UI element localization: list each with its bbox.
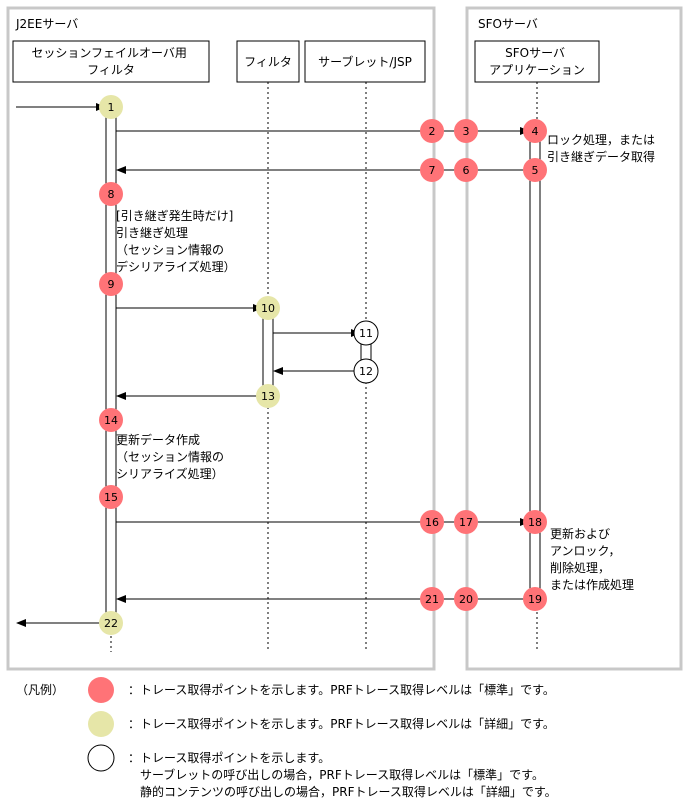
svg-text:9: 9: [108, 278, 115, 291]
j2ee-server-frame: [6, 6, 436, 671]
lock-annotation: ロック処理，または 引き継ぎデータ取得: [547, 133, 659, 164]
create-annotation: 更新データ作成 （セッション情報の シリアライズ処理）: [116, 432, 228, 481]
svg-text:7: 7: [429, 164, 436, 177]
svg-text:11: 11: [359, 327, 373, 340]
svg-text:19: 19: [528, 593, 542, 606]
trace-point-13: 13: [256, 384, 280, 408]
filter-box: [236, 40, 300, 83]
session-failover-filter-label: セッションフェイルオーバ用 フィルタ: [31, 46, 190, 77]
sfo-server-title: SFOサーバ: [478, 17, 538, 31]
legend-servlet-text: ：トレース取得ポイントを示します。 サーブレットの呼び出しの場合，PRFトレース…: [128, 750, 557, 799]
legend-detail-swatch: [88, 711, 114, 737]
servlet-jsp-box: [304, 40, 426, 83]
svg-text:10: 10: [261, 302, 275, 315]
svg-text:15: 15: [104, 491, 118, 504]
sfo-application-box: [474, 40, 600, 83]
trace-point-18: 18: [523, 510, 547, 534]
trace-point-17: 17: [454, 510, 478, 534]
trace-point-15: 15: [99, 485, 123, 509]
legend-servlet-swatch: [87, 744, 115, 772]
trace-point-14: 14: [99, 408, 123, 432]
svg-text:6: 6: [463, 164, 470, 177]
filter-label: フィルタ: [244, 55, 292, 69]
trace-point-3: 3: [454, 119, 478, 143]
j2ee-server-title: J2EEサーバ: [15, 17, 78, 31]
svg-text:12: 12: [359, 365, 373, 378]
svg-text:14: 14: [104, 414, 118, 427]
trace-point-19: 19: [523, 587, 547, 611]
svg-text:20: 20: [459, 593, 473, 606]
update-annotation: 更新および アンロック， 削除処理， または作成処理: [550, 526, 634, 592]
legend-title: （凡例）: [16, 683, 64, 697]
legend-standard-text: ：トレース取得ポイントを示します。PRFトレース取得レベルは「標準」です。: [128, 682, 555, 697]
legend-standard-swatch: [88, 677, 114, 703]
svg-text:1: 1: [108, 101, 115, 114]
svg-text:22: 22: [104, 617, 118, 630]
trace-point-16: 16: [420, 510, 444, 534]
filter-activation: [262, 307, 274, 397]
trace-point-22: 22: [99, 611, 123, 635]
trace-point-6: 6: [454, 158, 478, 182]
trace-point-1: 1: [99, 95, 123, 119]
legend-detail-text: ：トレース取得ポイントを示します。PRFトレース取得レベルは「詳細」です。: [128, 716, 555, 731]
svg-text:2: 2: [429, 125, 436, 138]
svg-text:13: 13: [261, 390, 275, 403]
servlet-jsp-label: サーブレット/JSP: [318, 54, 412, 69]
svg-text:4: 4: [532, 125, 539, 138]
trace-point-11: 11: [353, 320, 379, 346]
sfo-application-label: SFOサーバ アプリケーション: [489, 46, 585, 77]
sfo-server-frame: [465, 6, 683, 671]
svg-text:8: 8: [108, 188, 115, 201]
svg-text:16: 16: [425, 516, 439, 529]
svg-text:3: 3: [463, 125, 470, 138]
trace-point-7: 7: [420, 158, 444, 182]
session-failover-filter-box: [12, 40, 210, 83]
trace-point-21: 21: [420, 587, 444, 611]
trace-point-8: 8: [99, 182, 123, 206]
svg-text:5: 5: [532, 164, 539, 177]
trace-point-12: 12: [353, 358, 379, 384]
svg-text:17: 17: [459, 516, 473, 529]
trace-point-2: 2: [420, 119, 444, 143]
takeover-annotation: [引き継ぎ発生時だけ] 引き継ぎ処理 （セッション情報の デシリアライズ処理）: [116, 208, 237, 274]
svg-text:21: 21: [425, 593, 439, 606]
trace-point-9: 9: [99, 272, 123, 296]
trace-point-10: 10: [256, 296, 280, 320]
trace-point-5: 5: [523, 158, 547, 182]
svg-text:18: 18: [528, 516, 542, 529]
trace-point-20: 20: [454, 587, 478, 611]
trace-point-4: 4: [523, 119, 547, 143]
